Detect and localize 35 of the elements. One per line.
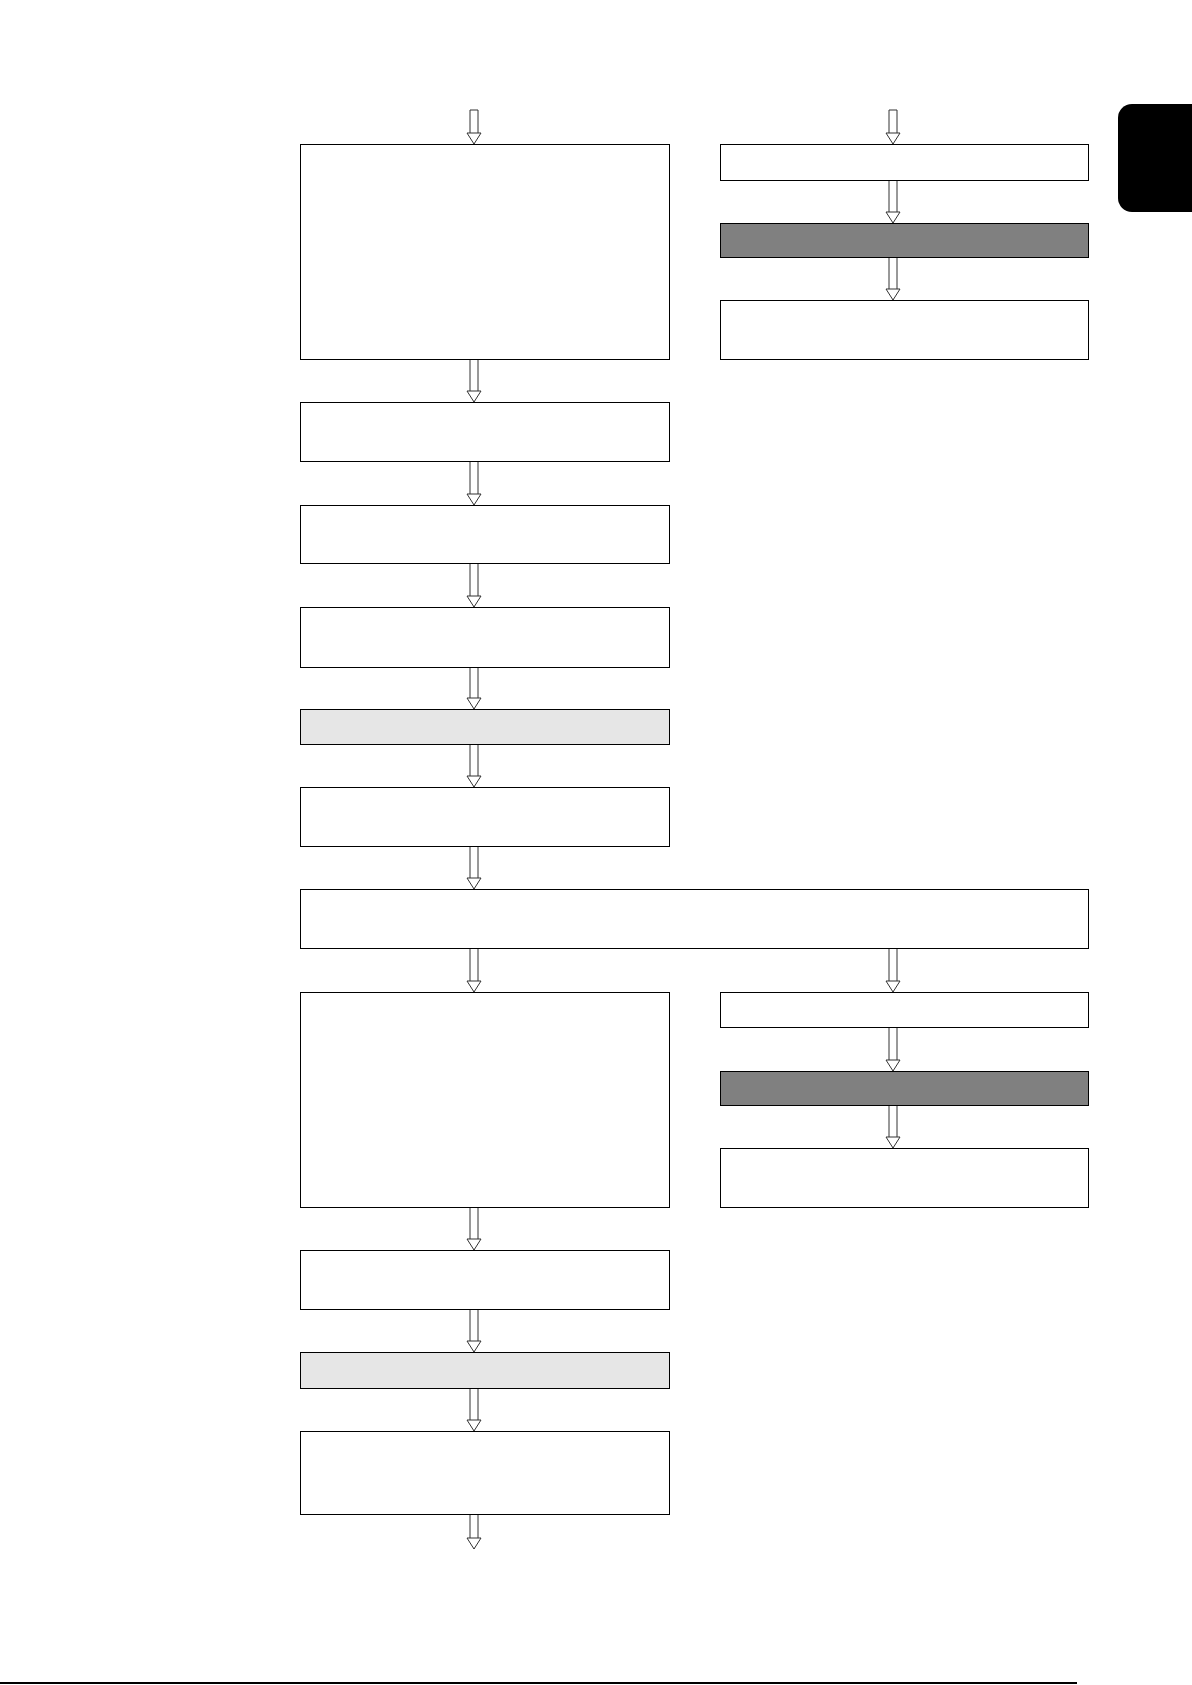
process-box	[720, 144, 1089, 181]
process-box	[720, 223, 1089, 258]
process-box	[300, 505, 670, 564]
arrow	[466, 948, 482, 993]
arrow	[466, 1207, 482, 1251]
arrow	[885, 109, 901, 145]
arrow	[885, 948, 901, 993]
process-box	[300, 1431, 670, 1515]
process-box	[300, 889, 1089, 949]
process-box	[300, 607, 670, 668]
process-box	[720, 1071, 1089, 1106]
arrow	[466, 667, 482, 710]
arrow	[466, 846, 482, 890]
process-box	[300, 1250, 670, 1310]
process-box	[300, 992, 670, 1208]
arrow	[885, 1027, 901, 1072]
arrow	[466, 359, 482, 403]
process-box	[300, 144, 670, 360]
arrow	[885, 1105, 901, 1149]
process-box	[300, 1352, 670, 1389]
arrow	[885, 257, 901, 301]
arrow	[466, 563, 482, 608]
process-box	[720, 992, 1089, 1028]
arrow	[466, 1309, 482, 1353]
arrow	[466, 461, 482, 506]
process-box	[300, 709, 670, 745]
arrow	[885, 180, 901, 224]
arrow	[466, 1514, 482, 1550]
arrow	[466, 1388, 482, 1432]
arrow	[466, 109, 482, 145]
arrow	[466, 744, 482, 788]
process-box	[720, 1148, 1089, 1208]
process-box	[300, 402, 670, 462]
process-box	[300, 787, 670, 847]
process-box	[720, 300, 1089, 360]
